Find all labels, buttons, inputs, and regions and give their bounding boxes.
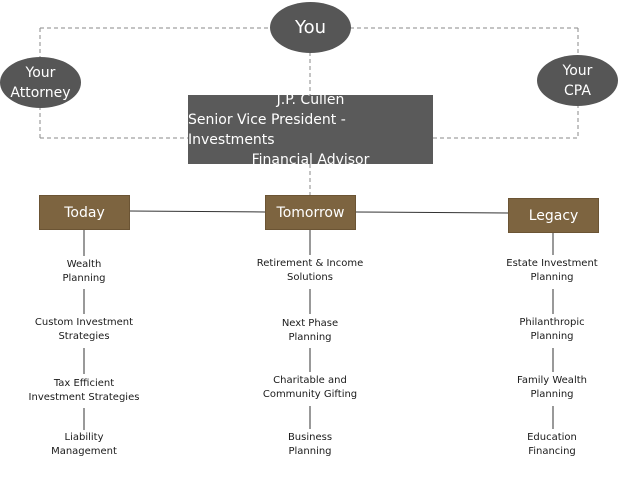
tomorrow-item-2: Next Phase Planning <box>281 318 339 343</box>
category-today: Today <box>39 195 130 230</box>
cpa-node: Your CPA <box>537 55 618 106</box>
today-item-4: Liability Management <box>51 432 117 457</box>
today-item-2: Custom Investment Strategies <box>34 317 134 342</box>
tomorrow-item-4: Business Planning <box>287 432 333 457</box>
cpa-label-line1: Your <box>562 62 593 79</box>
you-node: You <box>270 2 351 53</box>
advisor-box: J.P. Cullen Senior Vice President - Inve… <box>188 92 433 168</box>
advisor-name: J.P. Cullen <box>276 91 345 108</box>
advisor-title: Senior Vice President - Investments <box>188 111 346 148</box>
attorney-node: Your Attorney <box>0 57 81 108</box>
cpa-label-line2: CPA <box>564 82 591 99</box>
legacy-item-3: Family Wealth Planning <box>517 375 587 400</box>
category-legacy-label: Legacy <box>528 207 579 224</box>
category-legacy: Legacy <box>508 198 599 233</box>
category-connectors <box>83 210 554 430</box>
category-tomorrow-label: Tomorrow <box>276 204 345 221</box>
legacy-item-2: Philanthropic Planning <box>519 317 585 342</box>
you-label: You <box>294 16 327 38</box>
tomorrow-item-3: Charitable and Community Gifting <box>262 375 358 400</box>
relationship-dashed-lines <box>39 27 579 196</box>
today-item-1: Wealth Planning <box>62 259 106 284</box>
today-item-3: Tax Efficient Investment Strategies <box>28 378 140 403</box>
attorney-label-line2: Attorney <box>10 84 71 101</box>
advisor-role: Financial Advisor <box>251 151 370 168</box>
category-tomorrow: Tomorrow <box>265 195 356 230</box>
legacy-item-4: Education Financing <box>527 432 577 457</box>
category-today-label: Today <box>64 204 105 221</box>
legacy-item-1: Estate Investment Planning <box>506 258 598 283</box>
attorney-label-line1: Your <box>25 64 56 81</box>
tomorrow-item-1: Retirement & Income Solutions <box>256 258 364 283</box>
